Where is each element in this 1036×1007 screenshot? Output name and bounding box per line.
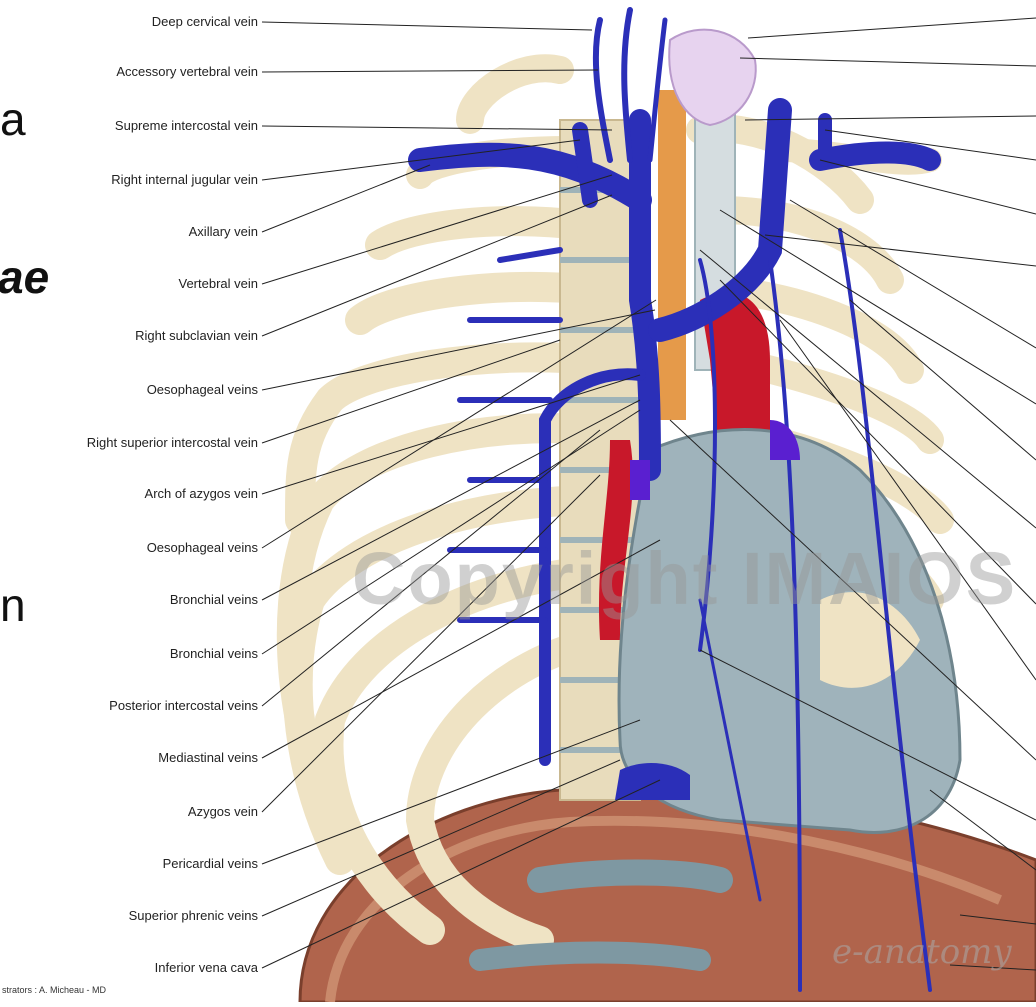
slide-fragment-ae: ae bbox=[0, 250, 49, 304]
label-accessory-vertebral-vein: Accessory vertebral vein bbox=[116, 64, 258, 80]
label-axillary-vein: Axillary vein bbox=[189, 224, 258, 240]
label-posterior-intercostal-veins: Posterior intercostal veins bbox=[109, 698, 258, 714]
label-bronchial-veins-2: Bronchial veins bbox=[170, 646, 258, 662]
label-right-internal-jugular-vein: Right internal jugular vein bbox=[111, 172, 258, 188]
copyright-watermark: Copyright IMAIOS bbox=[352, 536, 1017, 621]
inferior-vena-cava bbox=[615, 763, 690, 800]
label-supreme-intercostal-vein: Supreme intercostal vein bbox=[115, 118, 258, 134]
label-vertebral-vein: Vertebral vein bbox=[179, 276, 259, 292]
label-right-subclavian-vein: Right subclavian vein bbox=[135, 328, 258, 344]
label-inferior-vena-cava: Inferior vena cava bbox=[155, 960, 258, 976]
slide-fragment-a: a bbox=[0, 92, 26, 146]
label-pericardial-veins: Pericardial veins bbox=[163, 856, 258, 872]
slide-fragment-n: n bbox=[0, 578, 26, 632]
label-superior-phrenic-veins: Superior phrenic veins bbox=[129, 908, 258, 924]
label-mediastinal-veins: Mediastinal veins bbox=[158, 750, 258, 766]
label-bronchial-veins: Bronchial veins bbox=[170, 592, 258, 608]
label-oesophageal-veins: Oesophageal veins bbox=[147, 382, 258, 398]
label-oesophageal-veins-2: Oesophageal veins bbox=[147, 540, 258, 556]
label-deep-cervical-vein: Deep cervical vein bbox=[152, 14, 258, 30]
illustrator-credit: strators : A. Micheau - MD bbox=[2, 985, 106, 995]
e-anatomy-logo: e-anatomy bbox=[832, 932, 1012, 972]
label-arch-of-azygos-vein: Arch of azygos vein bbox=[145, 486, 258, 502]
label-right-superior-intercostal-vein: Right superior intercostal vein bbox=[87, 435, 258, 451]
label-azygos-vein: Azygos vein bbox=[188, 804, 258, 820]
